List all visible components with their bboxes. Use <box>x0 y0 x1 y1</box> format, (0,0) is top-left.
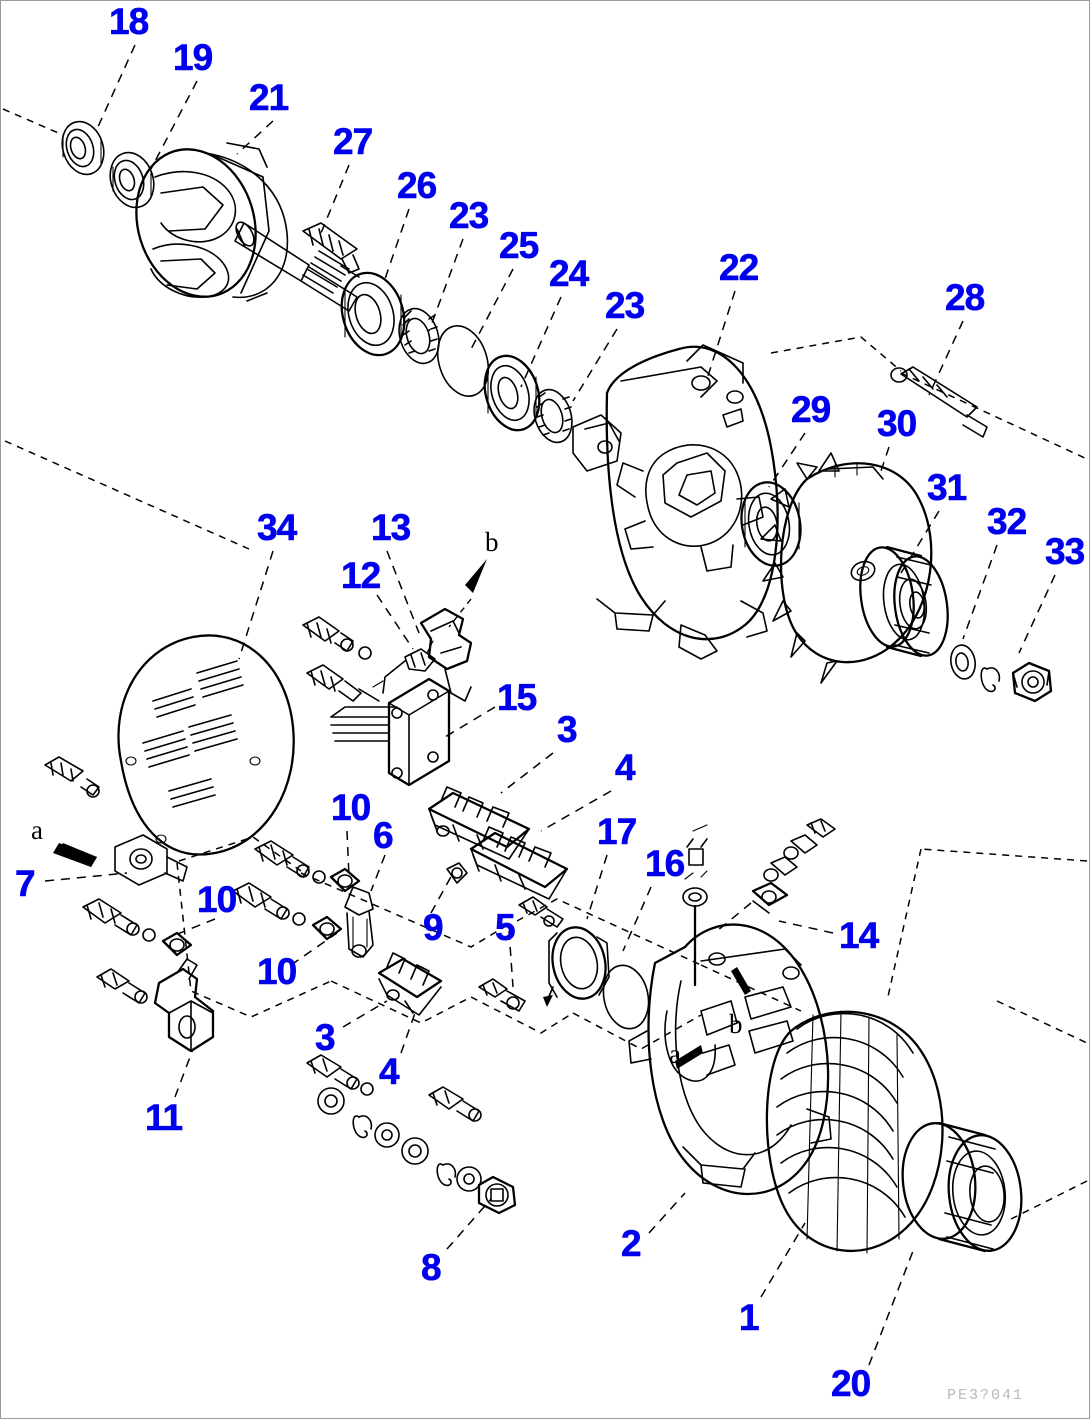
callout-30: 30 <box>877 403 918 444</box>
callout-19: 19 <box>173 37 214 78</box>
part-14-art <box>716 818 836 932</box>
callout-2: 2 <box>621 1223 642 1264</box>
callout-23: 23 <box>449 195 490 236</box>
callout-31: 31 <box>927 467 968 508</box>
callout-10: 10 <box>257 951 298 992</box>
part-3-lower-art <box>377 952 443 1016</box>
callout-14: 14 <box>839 915 880 956</box>
callout-28: 28 <box>945 277 986 318</box>
callout-16: 16 <box>645 843 686 884</box>
callout-34: 34 <box>257 507 298 548</box>
part-32-art <box>950 644 1001 693</box>
part-29-art <box>740 481 802 567</box>
part-33-art <box>1011 661 1053 703</box>
callout-13: 13 <box>371 507 412 548</box>
callout-15: 15 <box>497 677 538 718</box>
callout-8: 8 <box>421 1247 442 1288</box>
callout-6: 6 <box>373 815 394 856</box>
part-18-art <box>61 120 105 176</box>
callout-20: 20 <box>831 1363 872 1404</box>
part-9-art <box>446 862 468 884</box>
part-7-art <box>57 834 188 886</box>
section-letter-b: b <box>729 1009 743 1039</box>
callout-3: 3 <box>557 709 578 750</box>
part-25-art <box>436 325 490 397</box>
part-1-art <box>765 1010 944 1254</box>
callout-10: 10 <box>331 787 372 828</box>
part-23-lower-art <box>533 388 573 444</box>
callout-26: 26 <box>397 165 438 206</box>
part-4-upper-art <box>469 826 569 900</box>
callout-1: 1 <box>739 1297 760 1338</box>
part-31-art <box>859 545 949 658</box>
part-20-art <box>901 1121 1023 1253</box>
part-8-art <box>306 1054 517 1215</box>
part-15-art <box>302 616 451 787</box>
callout-7: 7 <box>15 863 36 904</box>
part-17-art <box>543 926 610 1007</box>
callout-32: 32 <box>987 501 1028 542</box>
callout-21: 21 <box>249 77 290 118</box>
part-12-art <box>372 648 436 694</box>
part-19-art <box>109 151 155 209</box>
part-16-art <box>602 964 650 1030</box>
part-5-art <box>478 896 564 1012</box>
callout-29: 29 <box>791 389 832 430</box>
part-22-art <box>572 344 779 660</box>
section-letter-a: a <box>31 815 43 845</box>
part-11-art <box>96 958 215 1053</box>
callout-27: 27 <box>333 121 374 162</box>
drawing-code-watermark: PE3?041 <box>947 1387 1025 1404</box>
section-letter-b: b <box>485 527 499 557</box>
callout-4: 4 <box>615 747 636 788</box>
part-34-art <box>44 634 295 856</box>
part-26-art <box>340 271 406 357</box>
callout-24: 24 <box>549 253 590 294</box>
callout-23: 23 <box>605 285 646 326</box>
callout-10: 10 <box>197 879 238 920</box>
part-2-art <box>628 923 832 1195</box>
callout-33: 33 <box>1045 531 1086 572</box>
callout-11: 11 <box>145 1097 184 1138</box>
callout-9: 9 <box>423 907 444 948</box>
misc-screw-art <box>428 1086 482 1122</box>
callout-5: 5 <box>495 907 516 948</box>
part-3-upper-art <box>427 786 531 860</box>
terminal-stud-art <box>682 824 708 987</box>
callout-25: 25 <box>499 225 540 266</box>
section-letter-a: a <box>669 1039 681 1069</box>
callout-12: 12 <box>341 555 382 596</box>
callout-4: 4 <box>379 1051 400 1092</box>
callout-3: 3 <box>315 1017 336 1058</box>
callout-17: 17 <box>597 811 638 852</box>
callout-18: 18 <box>109 1 150 42</box>
callout-22: 22 <box>719 247 760 288</box>
